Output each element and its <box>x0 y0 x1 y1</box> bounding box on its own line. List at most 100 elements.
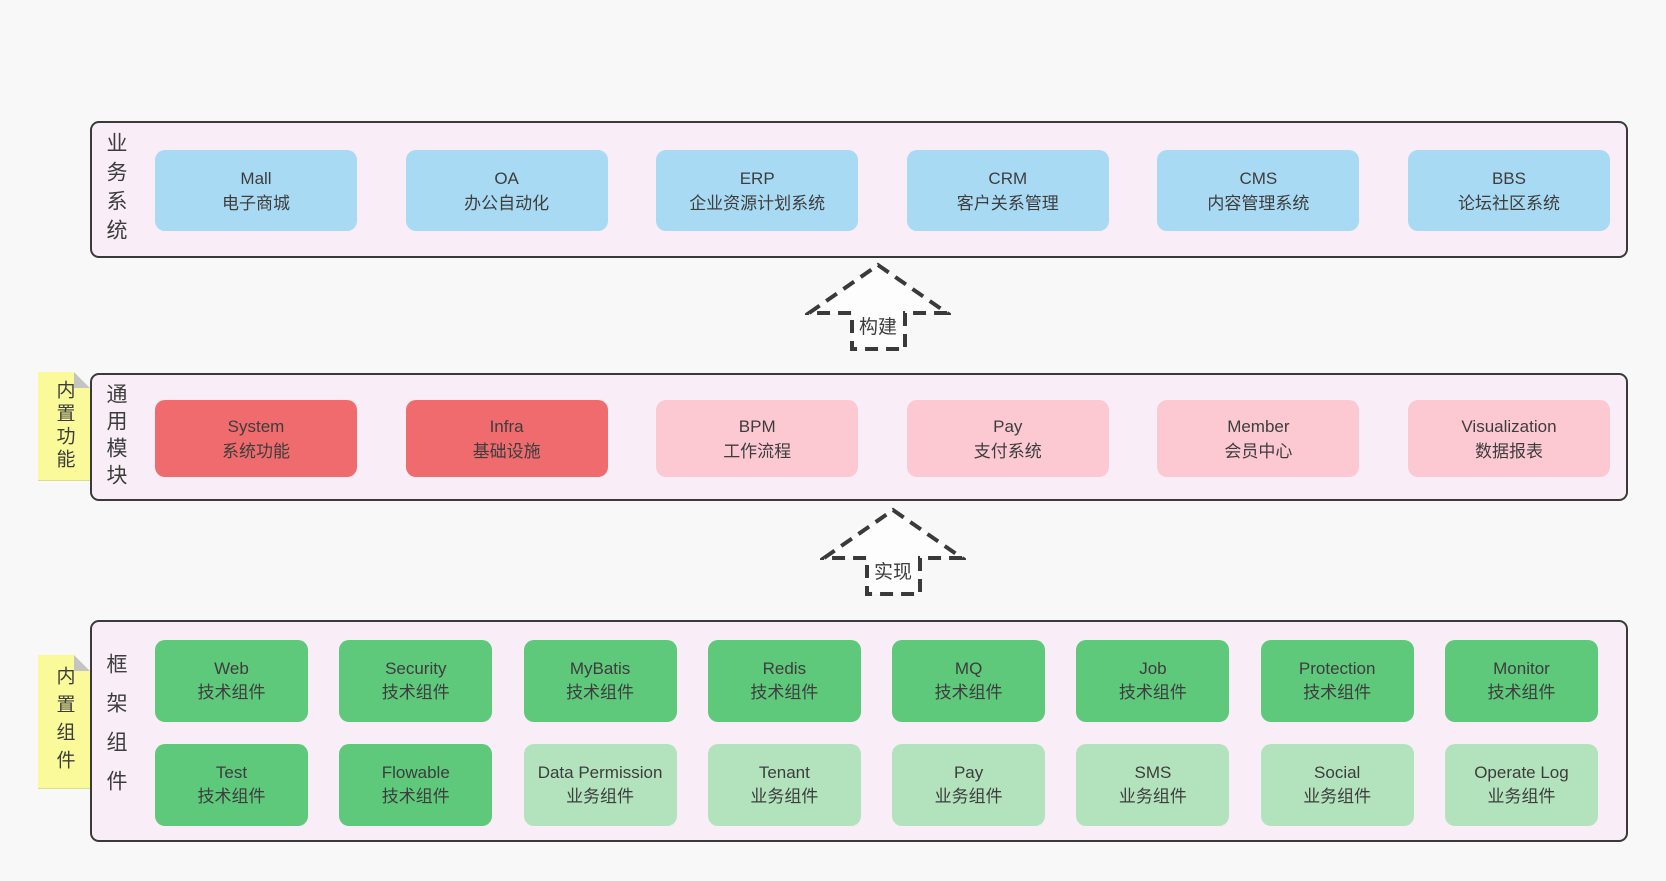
module-name: BBS <box>1491 168 1526 188</box>
module-box: Pay 支付系统 <box>906 400 1109 477</box>
module-box: Data Permission 业务组件 <box>523 744 677 826</box>
panel-business-systems: 业务系统 Mall 电子商城 OA 办公自动化 ERP 企业资源计划系统 CRM… <box>90 121 1628 258</box>
module-box: Mall 电子商城 <box>155 150 357 231</box>
module-subtitle: 技术组件 <box>197 787 266 806</box>
module-box: System 系统功能 <box>155 400 357 477</box>
module-name: Job <box>1139 659 1167 678</box>
up-arrow-icon <box>820 507 966 596</box>
module-row: System 系统功能 Infra 基础设施 BPM 工作流程 Pay 支付系统… <box>155 400 1610 477</box>
module-box: Social 业务组件 <box>1260 744 1414 826</box>
module-box: Monitor 技术组件 <box>1444 640 1598 722</box>
module-name: Pay <box>953 763 984 782</box>
module-name: MQ <box>954 659 983 678</box>
module-subtitle: 客户关系管理 <box>956 193 1059 213</box>
module-name: Member <box>1227 416 1290 436</box>
panel-label: 通用模块 <box>104 383 127 491</box>
module-box: OA 办公自动化 <box>405 150 608 231</box>
module-box: SMS 业务组件 <box>1076 744 1230 826</box>
module-box: Infra 基础设施 <box>405 400 608 477</box>
module-name: Web <box>214 659 249 678</box>
module-subtitle: 技术组件 <box>566 683 635 702</box>
module-subtitle: 技术组件 <box>381 787 450 806</box>
module-name: Tenant <box>758 763 810 782</box>
module-name: Flowable <box>381 763 450 782</box>
module-name: Visualization <box>1461 416 1557 436</box>
module-subtitle: 支付系统 <box>973 441 1042 461</box>
module-box: Redis 技术组件 <box>707 640 861 722</box>
module-row: Mall 电子商城 OA 办公自动化 ERP 企业资源计划系统 CRM 客户关系… <box>155 150 1610 231</box>
module-row: Test 技术组件 Flowable 技术组件 Data Permission … <box>155 744 1598 826</box>
module-box: Pay 业务组件 <box>892 744 1046 826</box>
module-subtitle: 论坛社区系统 <box>1457 193 1560 213</box>
module-subtitle: 技术组件 <box>381 683 450 702</box>
sticky-note-builtin-components: 内置组件 <box>38 655 90 789</box>
module-name: SMS <box>1134 763 1172 782</box>
module-box: CRM 客户关系管理 <box>906 150 1109 231</box>
module-subtitle: 办公自动化 <box>464 193 550 213</box>
sticky-label: 内置组件 <box>53 665 75 778</box>
module-box: ERP 企业资源计划系统 <box>656 150 859 231</box>
folded-corner-icon <box>74 655 90 671</box>
module-box: Visualization 数据报表 <box>1407 400 1610 477</box>
module-name: Security <box>385 659 447 678</box>
module-box: Protection 技术组件 <box>1260 640 1414 722</box>
module-subtitle: 业务组件 <box>566 787 635 806</box>
module-name: Data Permission <box>537 763 663 782</box>
module-subtitle: 业务组件 <box>1118 787 1187 806</box>
module-name: ERP <box>739 168 775 188</box>
module-subtitle: 内容管理系统 <box>1207 193 1310 213</box>
module-name: Infra <box>489 416 524 436</box>
module-name: BPM <box>738 416 776 436</box>
module-name: Protection <box>1298 659 1376 678</box>
module-name: Social <box>1314 763 1361 782</box>
module-box: MQ 技术组件 <box>892 640 1046 722</box>
module-name: OA <box>494 168 519 188</box>
module-name: Monitor <box>1493 659 1550 678</box>
module-subtitle: 企业资源计划系统 <box>689 193 826 213</box>
up-arrow-icon <box>805 262 951 351</box>
module-box: Job 技术组件 <box>1076 640 1230 722</box>
module-box: Member 会员中心 <box>1157 400 1360 477</box>
module-box: CMS 内容管理系统 <box>1157 150 1360 231</box>
module-subtitle: 技术组件 <box>934 683 1003 702</box>
module-subtitle: 工作流程 <box>723 441 792 461</box>
module-subtitle: 业务组件 <box>750 787 819 806</box>
sticky-label: 内置功能 <box>53 380 75 472</box>
module-name: Redis <box>762 659 807 678</box>
module-subtitle: 技术组件 <box>1303 683 1372 702</box>
module-box: MyBatis 技术组件 <box>523 640 677 722</box>
panel-label: 业务系统 <box>104 131 127 248</box>
module-subtitle: 技术组件 <box>1118 683 1187 702</box>
arrow-implement: 实现 <box>820 506 966 598</box>
module-subtitle: 业务组件 <box>1303 787 1372 806</box>
module-name: CRM <box>988 168 1028 188</box>
module-subtitle: 电子商城 <box>222 193 290 213</box>
arrow-label: 实现 <box>870 556 916 585</box>
module-box: BPM 工作流程 <box>656 400 859 477</box>
module-subtitle: 业务组件 <box>934 787 1003 806</box>
module-subtitle: 技术组件 <box>1487 683 1556 702</box>
module-row: Web 技术组件 Security 技术组件 MyBatis 技术组件 Redi… <box>155 640 1598 722</box>
module-subtitle: 技术组件 <box>750 683 819 702</box>
module-subtitle: 会员中心 <box>1224 441 1293 461</box>
module-box: BBS 论坛社区系统 <box>1407 150 1610 231</box>
module-subtitle: 数据报表 <box>1474 441 1543 461</box>
panel-framework-components: 框架组件 Web 技术组件 Security 技术组件 MyBatis 技术组件… <box>90 620 1628 842</box>
module-subtitle: 业务组件 <box>1487 787 1556 806</box>
module-box: Web 技术组件 <box>155 640 308 722</box>
module-box: Test 技术组件 <box>155 744 308 826</box>
module-subtitle: 基础设施 <box>472 441 541 461</box>
module-name: Test <box>215 763 248 782</box>
arrow-build: 构建 <box>805 261 951 353</box>
module-name: MyBatis <box>569 659 631 678</box>
module-name: Pay <box>993 416 1023 436</box>
arrow-label: 构建 <box>855 311 901 340</box>
folded-corner-icon <box>74 372 90 388</box>
module-box: Flowable 技术组件 <box>339 744 493 826</box>
module-name: CMS <box>1239 168 1278 188</box>
panel-common-modules: 通用模块 System 系统功能 Infra 基础设施 BPM 工作流程 Pay… <box>90 373 1628 501</box>
panel-label: 框架组件 <box>104 653 127 809</box>
module-subtitle: 技术组件 <box>197 683 266 702</box>
module-box: Operate Log 业务组件 <box>1444 744 1598 826</box>
